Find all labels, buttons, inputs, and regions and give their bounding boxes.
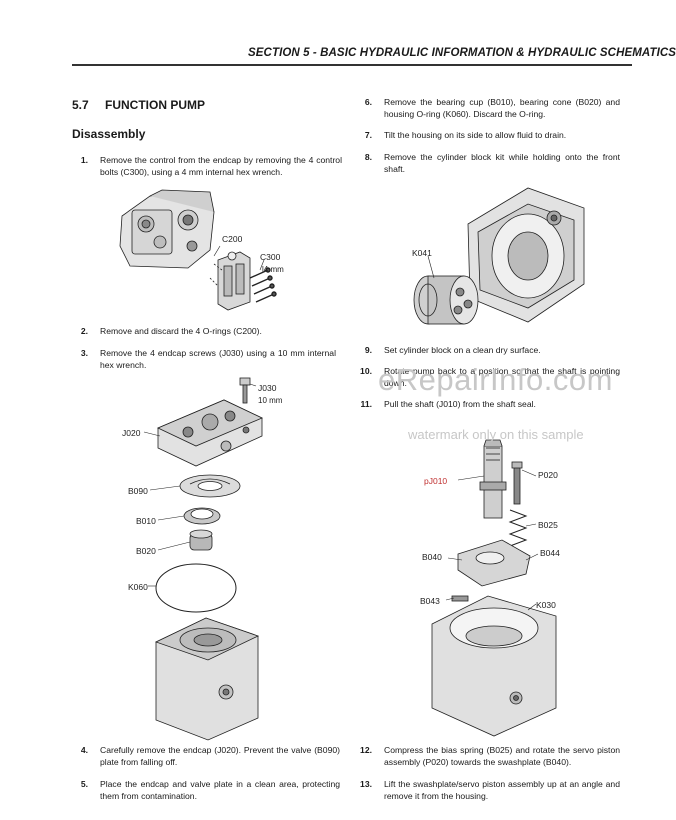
o-ring-k060 — [155, 563, 237, 613]
step-text: Remove the cylinder block kit while hold… — [384, 152, 620, 174]
figure-cylinder-block: K041 — [412, 187, 585, 325]
step-number: 6. — [364, 97, 372, 107]
bolts-illustration — [249, 267, 277, 303]
step-text: Rotate pump back to a position so that t… — [384, 366, 620, 388]
label-k060: K060 — [128, 582, 148, 592]
step-number: 5. — [80, 779, 88, 789]
servo-piston-p020 — [511, 461, 523, 505]
label-j010: pJ010 — [424, 476, 447, 486]
leader-line — [259, 259, 265, 271]
figure-shaft-swashplate: pJ010 P020 B025 B040 B044 B043 K030 — [420, 439, 560, 737]
leader-line — [213, 245, 221, 257]
watermark-site: eRepairInfo.com — [378, 362, 613, 397]
bias-spring-b025 — [508, 509, 528, 547]
step-text: Remove the 4 endcap screws (J030) using … — [100, 348, 336, 370]
step-number: 9. — [364, 345, 372, 355]
step-text: Remove and discard the 4 O-rings (C200). — [100, 326, 262, 336]
valve-plate-b090 — [179, 474, 241, 498]
step-text: Compress the bias spring (B025) and rota… — [384, 745, 620, 767]
leader-lines — [445, 469, 539, 611]
pin-b043 — [451, 595, 469, 602]
subsection-title: Disassembly — [72, 127, 146, 141]
step-1: 1. Remove the control from the endcap by… — [66, 154, 342, 180]
label-k030: K030 — [536, 600, 556, 610]
step-number: 4. — [80, 745, 88, 755]
section-number: 5.7 — [72, 98, 89, 112]
step-number: 8. — [364, 152, 372, 162]
endcap-illustration — [119, 189, 215, 269]
step-text: Pull the shaft (J010) from the shaft sea… — [384, 399, 536, 409]
step-number: 10. — [360, 366, 372, 376]
shaft-j010 — [479, 439, 507, 519]
step-number: 12. — [360, 745, 372, 755]
cylinder-block-k041 — [413, 275, 479, 325]
step-text: Set cylinder block on a clean dry surfac… — [384, 345, 541, 355]
control-block-illustration — [209, 251, 251, 311]
header-rule — [72, 64, 632, 66]
label-k041: K041 — [412, 248, 432, 258]
label-b044: B044 — [540, 548, 560, 558]
label-c300: C300 — [260, 252, 281, 262]
step-text: Carefully remove the endcap (J020). Prev… — [100, 745, 340, 767]
label-p020: P020 — [538, 470, 558, 480]
housing-lower-illustration — [431, 595, 557, 737]
housing-illustration — [154, 617, 260, 741]
label-b020: B020 — [136, 546, 156, 556]
label-j020: J020 — [122, 428, 141, 438]
step-text: Remove the control from the endcap by re… — [100, 155, 342, 177]
page-header-title: SECTION 5 - BASIC HYDRAULIC INFORMATION … — [248, 47, 676, 59]
step-text: Tilt the housing on its side to allow fl… — [384, 130, 567, 140]
figure-endcap-exploded: J030 10 mm J020 B090 B010 B020 K060 — [122, 377, 283, 741]
label-c300-size: l4 mm — [262, 265, 284, 274]
step-text: Place the endcap and valve plate in a cl… — [100, 779, 340, 801]
housing-open-illustration — [467, 187, 585, 323]
step-text: Remove the bearing cup (B010), bearing c… — [384, 97, 620, 119]
step-number: 13. — [360, 779, 372, 789]
step-number: 1. — [80, 155, 88, 165]
step-number: 2. — [80, 326, 88, 336]
swashplate-b040 — [457, 539, 531, 587]
label-j030-size: 10 mm — [258, 396, 283, 405]
step-number: 7. — [364, 130, 372, 140]
label-b043: B043 — [420, 596, 440, 606]
label-j030: J030 — [258, 383, 277, 393]
bearing-cup-b010 — [183, 507, 221, 525]
figure-control-removal: C200 C300 l4 mm — [119, 189, 284, 311]
label-c200: C200 — [222, 234, 243, 244]
screw-j030 — [239, 377, 251, 404]
leader-lines — [143, 383, 257, 587]
step-number: 11. — [360, 399, 372, 409]
label-b010: B010 — [136, 516, 156, 526]
watermark-note: watermark only on this sample — [408, 427, 584, 442]
endcap-j020 — [157, 399, 263, 467]
section-title: FUNCTION PUMP — [105, 98, 205, 112]
label-b040: B040 — [422, 552, 442, 562]
step-number: 3. — [80, 348, 88, 358]
bearing-cone-b020 — [189, 529, 213, 551]
label-b025: B025 — [538, 520, 558, 530]
label-b090: B090 — [128, 486, 148, 496]
step-text: Lift the swashplate/servo piston assembl… — [384, 779, 620, 801]
leader-line — [427, 255, 435, 279]
